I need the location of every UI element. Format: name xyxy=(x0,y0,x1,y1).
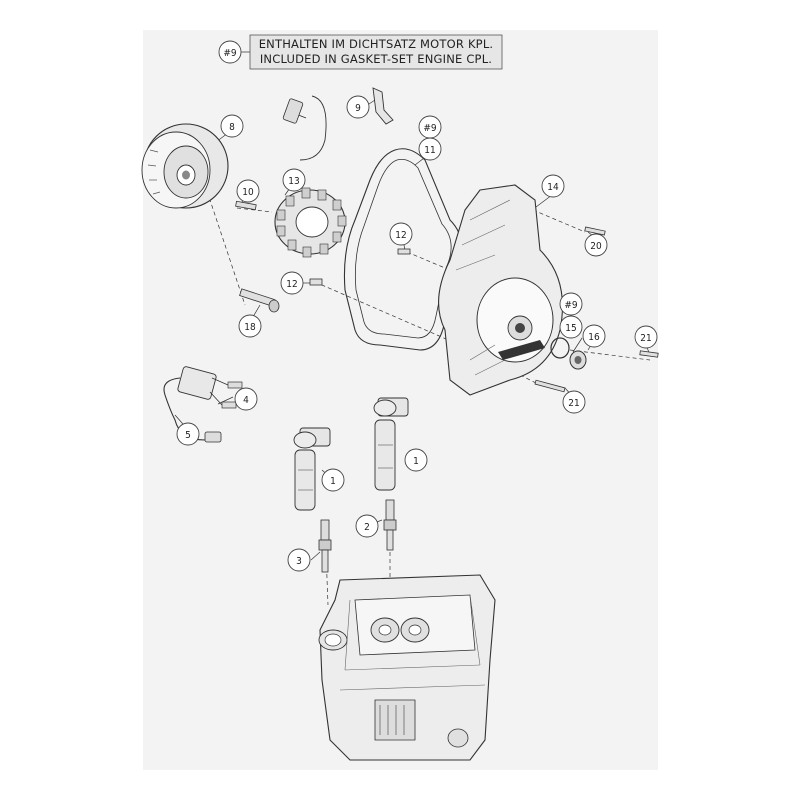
part-ignition-coil-left xyxy=(293,427,331,511)
callout-1-right: 1 xyxy=(404,448,428,472)
callout-5: 5 xyxy=(176,422,200,446)
part-screws xyxy=(235,200,659,393)
callout-13: 13 xyxy=(282,168,306,192)
part-cable-clip xyxy=(372,87,394,125)
svg-text:14: 14 xyxy=(547,182,559,193)
part-generator-cover xyxy=(438,184,563,396)
callout-badges: 8 9 #9 11 10 13 12 12 14 20 #9 15 16 21 … xyxy=(176,95,658,572)
svg-text:13: 13 xyxy=(288,176,299,187)
svg-text:10: 10 xyxy=(242,187,254,198)
callout-16: 16 xyxy=(582,324,606,348)
svg-text:2: 2 xyxy=(364,522,370,533)
note-line-en: INCLUDED IN GASKET-SET ENGINE CPL. xyxy=(260,52,492,66)
part-gasket xyxy=(343,148,462,351)
svg-text:#9: #9 xyxy=(423,123,437,134)
svg-text:20: 20 xyxy=(590,241,602,252)
note-box xyxy=(249,34,503,70)
callout-15: 15 xyxy=(559,315,583,339)
callout-12-lower: 12 xyxy=(280,271,304,295)
note-line-de: ENTHALTEN IM DICHTSATZ MOTOR KPL. xyxy=(259,37,494,51)
svg-text:4: 4 xyxy=(243,395,249,406)
callout-18: 18 xyxy=(238,314,262,338)
svg-text:16: 16 xyxy=(588,332,600,343)
svg-text:21: 21 xyxy=(568,398,579,409)
svg-text:3: 3 xyxy=(296,556,302,567)
svg-text:18: 18 xyxy=(244,322,256,333)
svg-text:12: 12 xyxy=(286,279,297,290)
svg-text:1: 1 xyxy=(413,456,419,467)
part-sensor-harness xyxy=(163,366,243,443)
callout-14: 14 xyxy=(541,174,565,198)
svg-text:#9: #9 xyxy=(564,300,578,311)
part-ignition-coil-right xyxy=(373,397,409,491)
part-spark-plug-right xyxy=(383,499,397,551)
callout-9: 9 xyxy=(346,95,370,119)
part-o-ring xyxy=(550,337,570,359)
part-stator xyxy=(274,95,347,258)
part-spark-plug-left xyxy=(318,519,332,573)
part-flywheel-rotor xyxy=(141,123,229,209)
callout-2: 2 xyxy=(355,514,379,538)
callout-21-right: 21 xyxy=(634,325,658,349)
callout-20: 20 xyxy=(584,233,608,257)
svg-text:15: 15 xyxy=(565,323,576,334)
callout-4: 4 xyxy=(234,387,258,411)
callout-12-upper: 12 xyxy=(389,222,413,246)
callout-8: 8 xyxy=(220,114,244,138)
callout-21-lower: 21 xyxy=(562,390,586,414)
callout-11: 11 xyxy=(418,137,442,161)
svg-text:11: 11 xyxy=(424,145,435,156)
svg-text:5: 5 xyxy=(185,430,191,441)
svg-text:9: 9 xyxy=(355,103,361,114)
gasket-set-note: #9 ENTHALTEN IM DICHTSATZ MOTOR KPL. INC… xyxy=(218,34,503,70)
part-plug xyxy=(569,350,587,370)
svg-text:1: 1 xyxy=(330,476,336,487)
callout-9-hash-top: #9 xyxy=(418,115,442,139)
svg-text:12: 12 xyxy=(395,230,406,241)
svg-text:8: 8 xyxy=(229,122,235,133)
callout-9-hash-cover: #9 xyxy=(559,292,583,316)
svg-text:21: 21 xyxy=(640,333,651,344)
part-cylinder-head xyxy=(318,574,496,761)
callout-3: 3 xyxy=(287,548,311,572)
note-ref-label: #9 xyxy=(223,48,237,59)
callout-10: 10 xyxy=(236,179,260,203)
callout-1-left: 1 xyxy=(321,468,345,492)
